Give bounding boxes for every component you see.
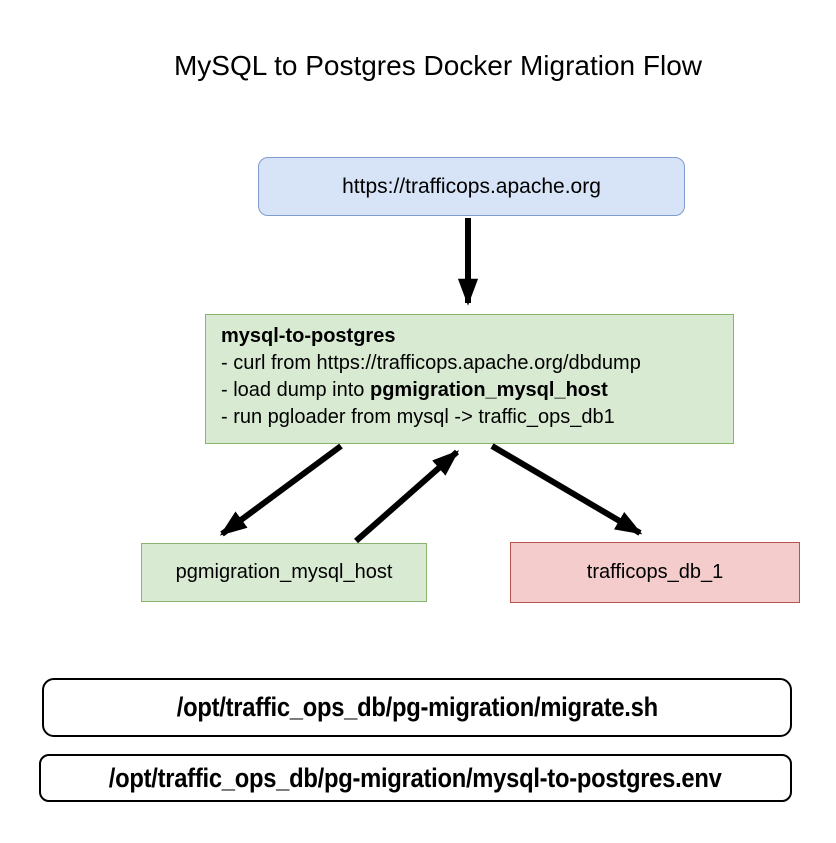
node-source-url-label: https://trafficops.apache.org [342,174,601,198]
migration-bullet-load-dump-prefix: - load dump into [221,379,370,401]
node-source-url: https://trafficops.apache.org [258,157,685,216]
node-postgres-db-label: trafficops_db_1 [586,561,724,583]
env-file-path-box: /opt/traffic_ops_db/pg-migration/mysql-t… [39,754,792,802]
env-file-path: /opt/traffic_ops_db/pg-migration/mysql-t… [109,762,722,793]
node-postgres-db: trafficops_db_1 [510,542,800,603]
arrow-migration-to-mysql-host [219,443,343,537]
page-title: MySQL to Postgres Docker Migration Flow [173,50,703,81]
arrow-migration-to-postgres-db [490,443,643,536]
migrate-script-path-box: /opt/traffic_ops_db/pg-migration/migrate… [42,678,792,737]
migration-heading: mysql-to-postgres [221,325,396,347]
node-migration: mysql-to-postgres - curl from https://tr… [205,314,734,444]
node-mysql-host: pgmigration_mysql_host [141,543,427,602]
migration-bullet-load-dump: - load dump into pgmigration_mysql_host [221,377,733,404]
migration-bullet-curl: - curl from https://trafficops.apache.or… [221,352,641,374]
node-mysql-host-label: pgmigration_mysql_host [175,561,393,583]
migrate-script-path: /opt/traffic_ops_db/pg-migration/migrate… [176,692,658,722]
arrow-mysql-host-to-migration [354,449,460,544]
migration-bullet-pgloader: - run pgloader from mysql -> traffic_ops… [221,406,615,428]
migration-bullet-load-dump-target: pgmigration_mysql_host [369,379,608,401]
